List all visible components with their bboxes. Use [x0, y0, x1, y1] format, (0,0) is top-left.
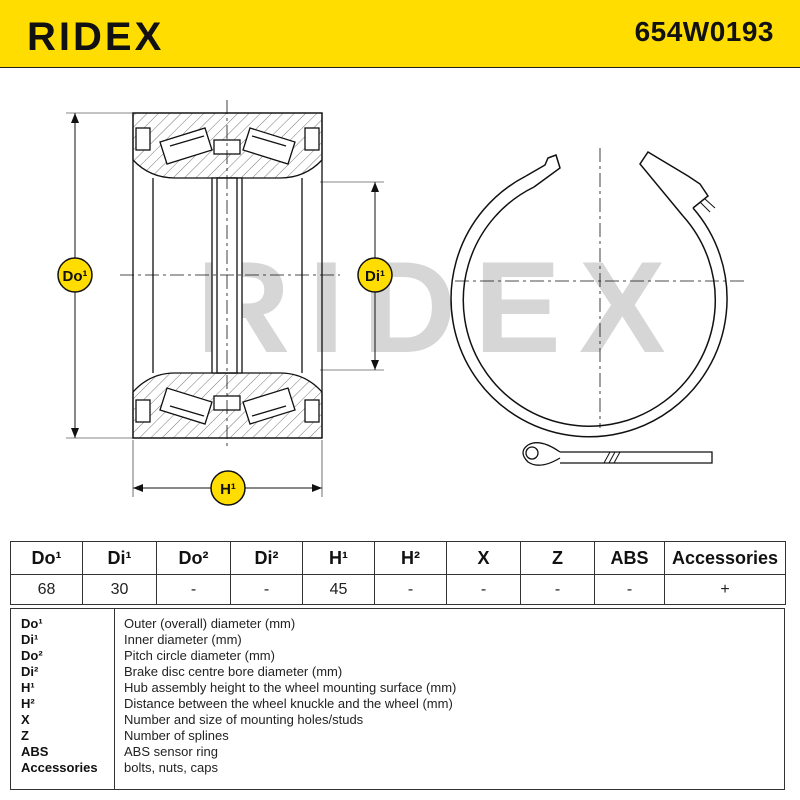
- legend-description: Number of splines: [124, 728, 229, 743]
- header-di2: Di²: [230, 541, 303, 575]
- legend-code: Do¹: [21, 616, 43, 631]
- header-z: Z: [520, 541, 595, 575]
- legend-row: Do¹ Outer (overall) diameter (mm): [11, 616, 786, 632]
- legend-description: Inner diameter (mm): [124, 632, 242, 647]
- height-badge: H¹: [210, 470, 246, 506]
- value-di1: 30: [82, 574, 157, 605]
- value-do1: 68: [10, 574, 83, 605]
- part-number: 654W0193: [634, 16, 774, 47]
- header-do2: Do²: [156, 541, 231, 575]
- value-abs: -: [594, 574, 665, 605]
- header-accessories: Accessories: [664, 541, 786, 575]
- retaining-ring: [450, 150, 728, 438]
- header-do1: Do¹: [10, 541, 83, 575]
- value-z: -: [520, 574, 595, 605]
- legend-row: Di¹ Inner diameter (mm): [11, 632, 786, 648]
- legend-row: Accessories bolts, nuts, caps: [11, 760, 786, 776]
- value-do2: -: [156, 574, 231, 605]
- inner-diameter-badge: Di¹: [357, 257, 393, 293]
- outer-diameter-badge: Do¹: [57, 257, 93, 293]
- legend-divider: [114, 609, 115, 789]
- legend-description: Hub assembly height to the wheel mountin…: [124, 680, 457, 695]
- legend-code: H¹: [21, 680, 35, 695]
- value-di2: -: [230, 574, 303, 605]
- header-di1: Di¹: [82, 541, 157, 575]
- legend-row: ABS ABS sensor ring: [11, 744, 786, 760]
- header-x: X: [446, 541, 521, 575]
- legend-row: H¹ Hub assembly height to the wheel moun…: [11, 680, 786, 696]
- legend-code: ABS: [21, 744, 49, 759]
- centre-lines: [120, 100, 340, 450]
- header-h2: H²: [374, 541, 447, 575]
- legend-code: X: [21, 712, 30, 727]
- ring-side-view: [522, 442, 713, 466]
- legend-code: Z: [21, 728, 29, 743]
- technical-drawing: RIDEX: [57, 100, 745, 506]
- legend-description: Brake disc centre bore diameter (mm): [124, 664, 343, 679]
- spec-table-values: 68 30 - - 45 - - - - +: [10, 574, 786, 605]
- outer-diameter-label: Do¹: [63, 268, 88, 285]
- legend-row: Do² Pitch circle diameter (mm): [11, 648, 786, 664]
- header-bar: RIDEX 654W0193: [0, 0, 800, 68]
- legend-row: Di² Brake disc centre bore diameter (mm): [11, 664, 786, 680]
- brand-name: RIDEX: [27, 16, 164, 56]
- ridex-logo: RIDEX: [27, 16, 164, 56]
- legend-description: Outer (overall) diameter (mm): [124, 616, 296, 631]
- legend-code: Di²: [21, 664, 39, 679]
- spec-table-header: Do¹ Di¹ Do² Di² H¹ H² X Z ABS Accessorie…: [10, 541, 786, 575]
- watermark-logo: RIDEX: [196, 234, 683, 380]
- value-accessories: +: [664, 574, 786, 605]
- value-h1: 45: [302, 574, 375, 605]
- value-h2: -: [374, 574, 447, 605]
- legend-description: ABS sensor ring: [124, 744, 218, 759]
- legend-code: Do²: [21, 648, 43, 663]
- inner-diameter-label: Di¹: [365, 268, 385, 285]
- legend-description: Pitch circle diameter (mm): [124, 648, 275, 663]
- spec-table: Do¹ Di¹ Do² Di² H¹ H² X Z ABS Accessorie…: [10, 541, 786, 605]
- legend-row: X Number and size of mounting holes/stud…: [11, 712, 786, 728]
- legend-code: Accessories: [21, 760, 98, 775]
- legend-box: Do¹ Outer (overall) diameter (mm) Di¹ In…: [10, 608, 785, 790]
- legend-row: Z Number of splines: [11, 728, 786, 744]
- header-h1: H¹: [302, 541, 375, 575]
- value-x: -: [446, 574, 521, 605]
- legend-description: bolts, nuts, caps: [124, 760, 218, 775]
- ring-centre-lines: [455, 148, 745, 428]
- legend-description: Number and size of mounting holes/studs: [124, 712, 364, 727]
- legend-row: H² Distance between the wheel knuckle an…: [11, 696, 786, 712]
- legend-description: Distance between the wheel knuckle and t…: [124, 696, 453, 711]
- legend-code: H²: [21, 696, 35, 711]
- height-label: H¹: [220, 481, 236, 498]
- header-abs: ABS: [594, 541, 665, 575]
- legend-code: Di¹: [21, 632, 39, 647]
